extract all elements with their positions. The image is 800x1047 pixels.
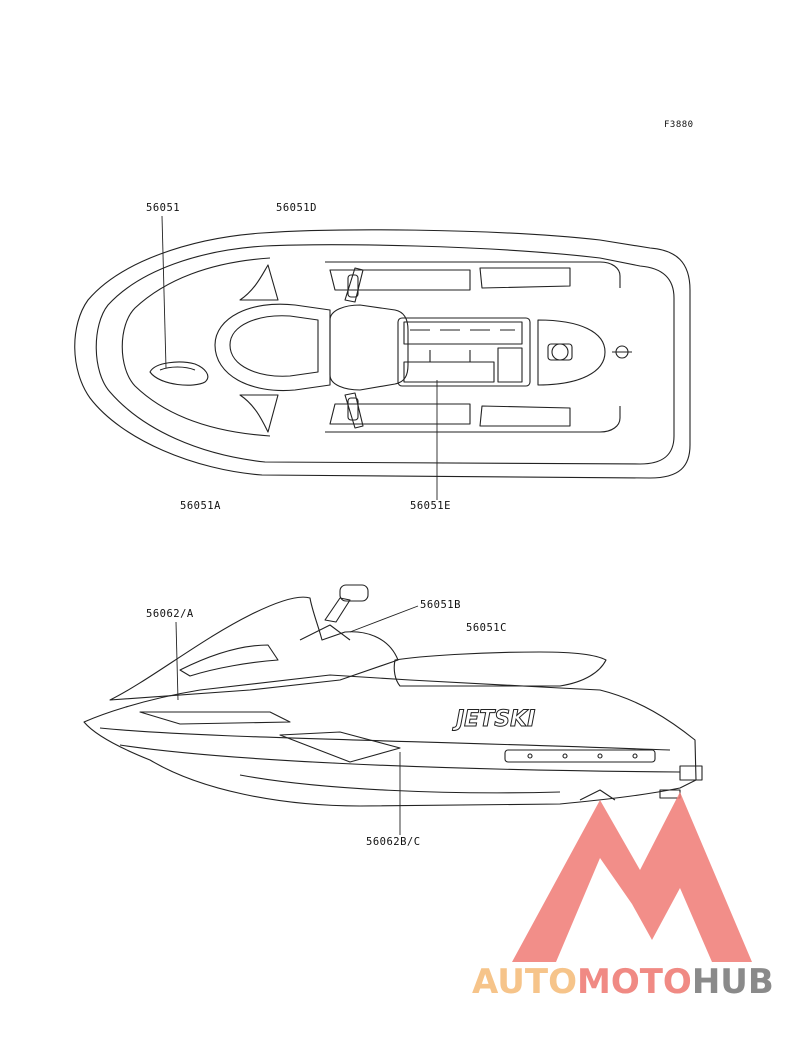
watermark-text: AUTOMOTOHUB [472,962,774,1002]
part-label-56062bc: 56062B/C [366,836,421,848]
part-label-56051e: 56051E [410,500,451,512]
watermark-word-moto: MOTO [576,962,692,1002]
part-label-56051c: 56051C [466,622,507,634]
part-label-56051d: 56051D [276,202,317,214]
watermark-word-hub: HUB [691,962,774,1002]
figure-code: F3880 [664,120,694,130]
watermark-word-auto: AUTO [472,962,577,1002]
jetski-decal: JETSKI [452,707,535,732]
part-label-56051b: 56051B [420,599,461,611]
part-label-56051a: 56051A [180,500,221,512]
part-label-56062a: 56062/A [146,608,194,620]
part-label-56051: 56051 [146,202,181,214]
